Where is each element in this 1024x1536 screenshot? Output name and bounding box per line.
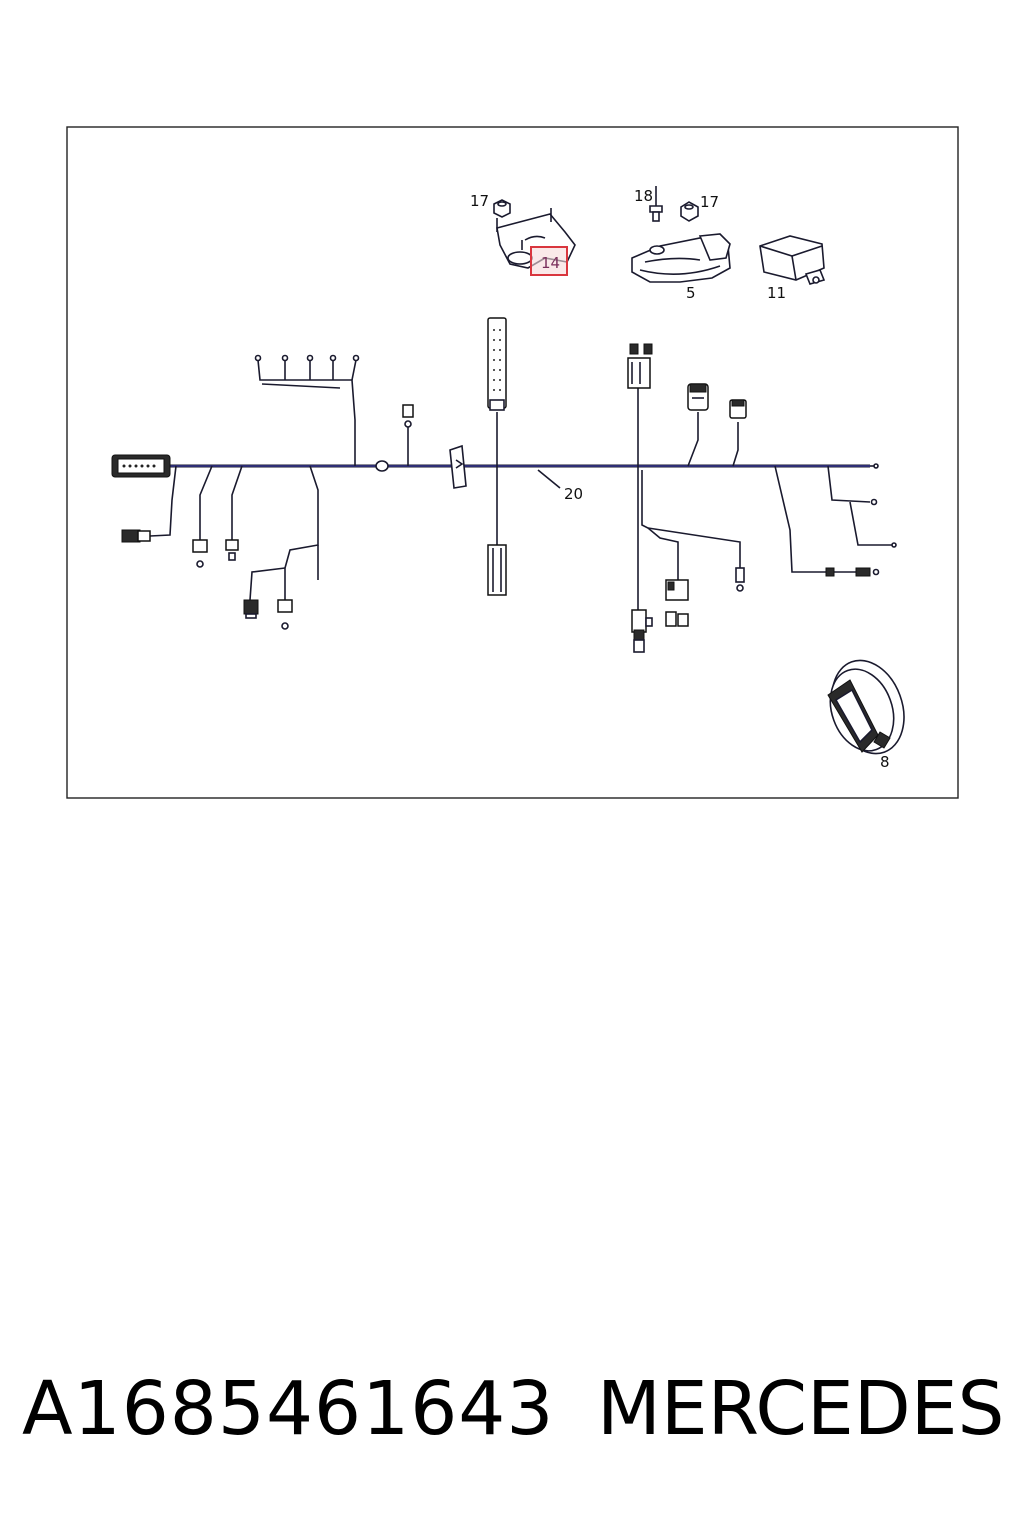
highlight-box-part-14[interactable] bbox=[530, 246, 568, 276]
branch-small-connector-right bbox=[729, 399, 747, 467]
grommet-large bbox=[449, 444, 467, 489]
leader-line-20 bbox=[537, 469, 561, 489]
branch-upper-connector-center bbox=[627, 343, 653, 466]
branch-left-plug bbox=[121, 465, 177, 543]
branch-round-connector bbox=[687, 383, 709, 467]
grommet-small bbox=[375, 460, 389, 472]
connector-multipin-upper bbox=[487, 317, 507, 466]
branch-lower-left bbox=[243, 465, 319, 630]
branch-right bbox=[774, 465, 897, 577]
main-harness-trunk bbox=[170, 463, 879, 469]
branch-lower-center bbox=[631, 466, 745, 653]
connector-multipin-lower bbox=[487, 466, 507, 596]
nut-part-17-left bbox=[493, 199, 511, 218]
label-20: 20 bbox=[564, 485, 583, 503]
label-18: 18 bbox=[634, 187, 653, 205]
label-17-left: 17 bbox=[470, 192, 489, 210]
label-11: 11 bbox=[767, 284, 786, 302]
bolt-part-18 bbox=[649, 186, 663, 222]
round-part-8 bbox=[827, 659, 905, 755]
label-17-right: 17 bbox=[700, 193, 719, 211]
label-14[interactable]: 14 bbox=[541, 254, 560, 272]
brand-text: MERCEDES bbox=[597, 1366, 1005, 1452]
branch-upper-plug bbox=[402, 404, 414, 466]
module-part-11 bbox=[759, 235, 826, 285]
nut-part-17-right bbox=[680, 201, 699, 222]
branch-upper-ring-terminals bbox=[254, 354, 360, 466]
sensor-part-5 bbox=[631, 233, 731, 283]
label-8: 8 bbox=[880, 753, 890, 771]
branch-left-sensors bbox=[192, 465, 243, 568]
part-number-text: A1685461643 bbox=[22, 1366, 555, 1452]
label-5: 5 bbox=[686, 284, 696, 302]
main-connector-left bbox=[111, 454, 171, 478]
